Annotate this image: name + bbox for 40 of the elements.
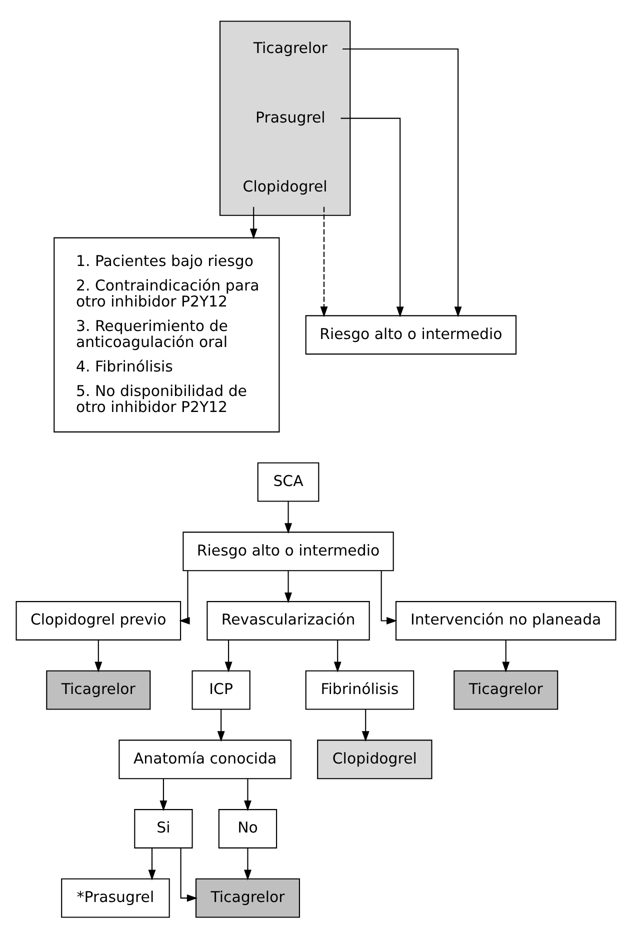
arrow [333, 640, 341, 672]
node-box: SCA [256, 462, 319, 502]
node-box: Ticagrelor [453, 670, 558, 710]
node-box: Clopidogrel [316, 740, 432, 780]
node-text: Clopidogrel [242, 178, 327, 196]
arrow [320, 206, 328, 318]
node-box: Riesgo alto o intermedio [304, 315, 516, 355]
arrow [216, 709, 224, 742]
arrow [342, 48, 462, 318]
arrow [224, 640, 232, 672]
node-box: Fibrinólisis [304, 670, 414, 710]
node-box: Riesgo alto o intermedio [182, 532, 394, 572]
node-text: Prasugrel [254, 108, 325, 126]
node-box: No [218, 809, 277, 848]
node-box: Revascularización [206, 601, 370, 640]
arrow [249, 206, 257, 240]
arrow [284, 501, 292, 534]
node-box: Anatomía conocida [118, 740, 291, 780]
arrow [178, 570, 190, 624]
node-box: 1. Pacientes bajo riesgo 2. Contraindicación para otro inhibidor P2Y12 3. Requerimiento de anticoagulación oral 4. Fibrinólisis 5. No disponibilidad de otro inhibidor P2Y12 [53, 237, 280, 432]
arrow [94, 640, 102, 672]
arrow [159, 778, 167, 812]
arrow [148, 848, 156, 880]
node-text: Ticagrelor [252, 38, 327, 57]
node-box: *Prasugrel [60, 878, 170, 918]
arrow [180, 848, 198, 902]
node-box: Ticagrelor [46, 670, 150, 710]
arrow [502, 640, 510, 672]
arrow [244, 848, 251, 880]
node-box: Clopidogrel previo [15, 601, 181, 640]
cluster [218, 20, 350, 216]
arrow [284, 570, 292, 604]
arrow [361, 709, 369, 742]
node-box: Intervención no planeada [394, 601, 616, 640]
arrow [380, 570, 397, 624]
node-box: ICP [191, 670, 250, 710]
arrow [340, 118, 404, 318]
arrow [244, 778, 251, 812]
node-box: Ticagrelor [194, 878, 300, 918]
node-box: Si [134, 809, 192, 848]
